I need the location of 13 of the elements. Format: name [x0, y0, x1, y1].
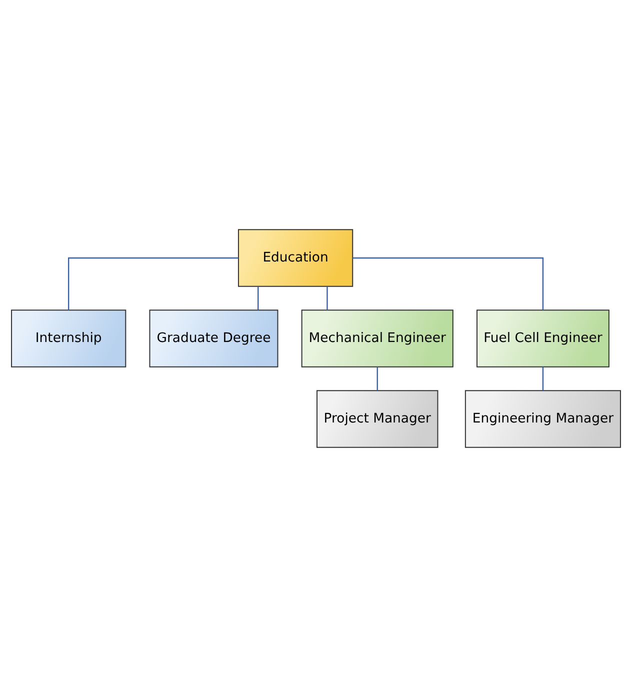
node-box: Project Manager — [316, 390, 438, 448]
node-box: Education — [238, 229, 354, 287]
node-box: Fuel Cell Engineer — [476, 310, 610, 368]
connector — [376, 366, 378, 391]
connector — [326, 286, 328, 310]
connector — [352, 257, 544, 310]
node-box: Mechanical Engineer — [301, 310, 454, 368]
node-box: Engineering Manager — [464, 390, 621, 448]
connector — [68, 257, 238, 310]
node-box: Internship — [11, 310, 126, 368]
node-box: Graduate Degree — [149, 310, 278, 368]
connector — [258, 286, 259, 310]
connector — [542, 366, 544, 391]
